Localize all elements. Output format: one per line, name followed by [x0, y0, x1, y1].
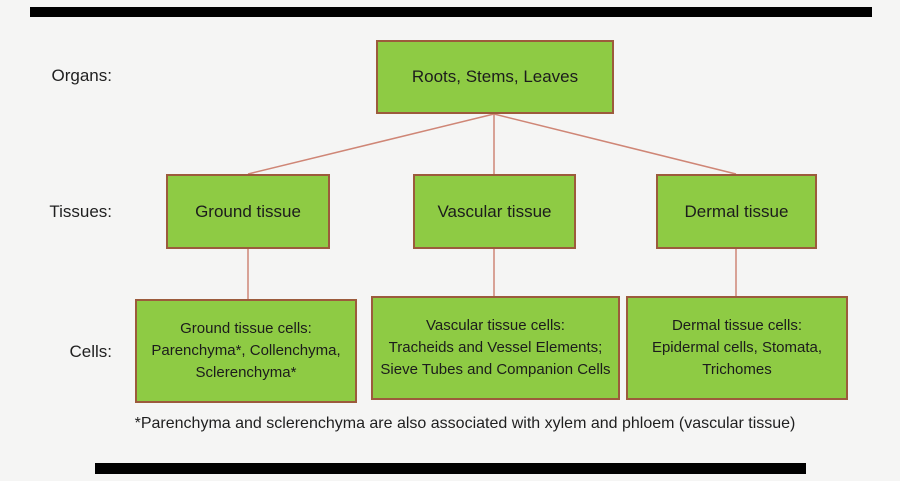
tissue-box-vascular: Vascular tissue: [413, 174, 576, 249]
tissue-box-dermal: Dermal tissue: [656, 174, 817, 249]
cell-box-ground-line2: Parenchyma*, Collenchyma,: [151, 342, 341, 359]
top-black-bar: [30, 7, 872, 17]
row-label-cells: Cells:: [69, 342, 112, 361]
cell-box-ground-line3: Sclerenchyma*: [195, 364, 297, 381]
row-label-tissues: Tissues:: [49, 202, 112, 221]
row-label-organs: Organs:: [51, 66, 112, 85]
tissue-box-ground-label: Ground tissue: [195, 201, 301, 221]
bottom-black-bar: [95, 463, 806, 474]
cell-box-dermal: Dermal tissue cells: Epidermal cells, St…: [626, 296, 848, 400]
footnote: *Parenchyma and sclerenchyma are also as…: [134, 415, 796, 432]
tissue-box-dermal-label: Dermal tissue: [684, 201, 789, 221]
tissue-box-ground: Ground tissue: [166, 174, 330, 249]
cell-box-vascular-line3: Sieve Tubes and Companion Cells: [380, 361, 611, 378]
cell-box-dermal-line2: Epidermal cells, Stomata,: [651, 339, 823, 356]
cell-box-dermal-line3: Trichomes: [702, 361, 772, 378]
cell-box-ground: Ground tissue cells: Parenchyma*, Collen…: [135, 299, 357, 403]
cell-box-vascular: Vascular tissue cells: Tracheids and Ves…: [371, 296, 620, 400]
tissue-box-vascular-label: Vascular tissue: [437, 201, 552, 221]
cell-box-vascular-line2: Tracheids and Vessel Elements;: [388, 339, 603, 356]
cell-box-ground-line1: Ground tissue cells:: [180, 320, 312, 337]
organ-box: Roots, Stems, Leaves: [376, 40, 614, 114]
organ-box-label: Roots, Stems, Leaves: [411, 67, 579, 86]
cell-box-vascular-line1: Vascular tissue cells:: [426, 317, 565, 334]
cell-box-dermal-line1: Dermal tissue cells:: [671, 317, 803, 334]
